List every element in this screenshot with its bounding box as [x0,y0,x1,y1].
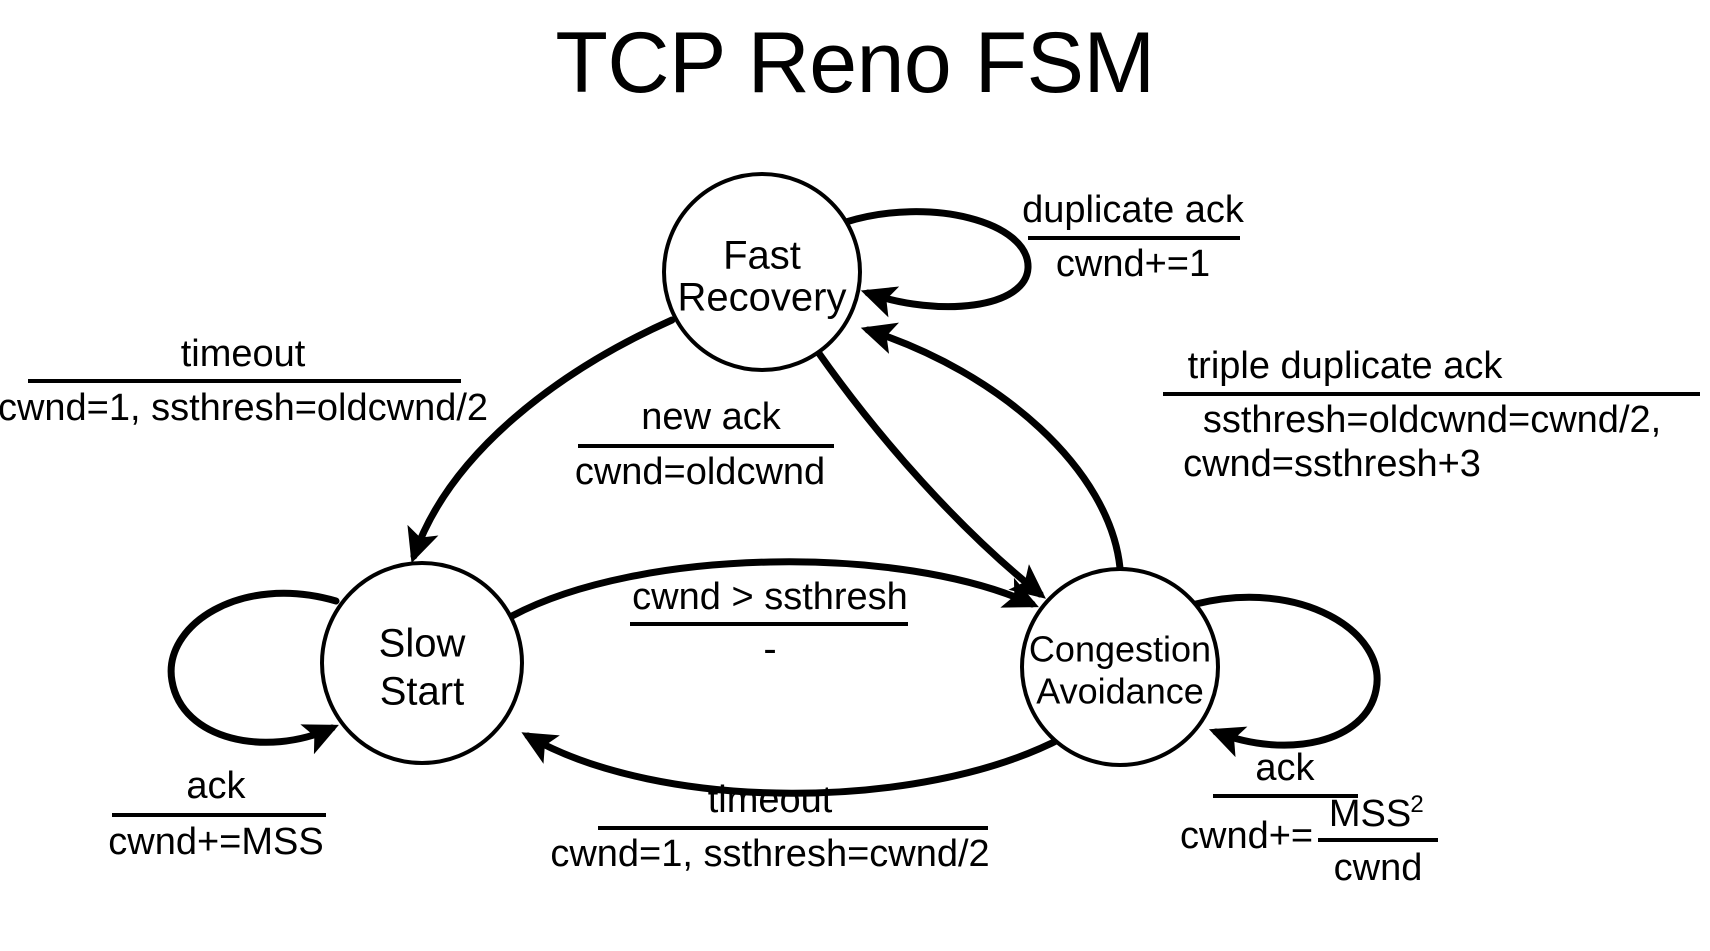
label-triple-dup-ack-action-line2: cwnd=ssthresh+3 [1183,443,1481,485]
label-cwnd-gt-ssthresh-action: - [763,627,776,671]
label-ca-ack-action-prefix: cwnd+= [1180,815,1313,857]
edge-congestion-avoidance-to-fast-recovery [860,322,1124,572]
label-triple-dup-ack-action-line1: ssthresh=oldcwnd=cwnd/2, [1203,399,1661,441]
edge-slow-start-to-congestion-avoidance [508,558,1039,620]
state-slow-start-label-line2: Start [380,670,464,714]
state-fast-recovery[interactable] [662,172,862,372]
label-new-ack-action: cwnd=oldcwnd [575,451,825,493]
label-new-ack-event: new ack [641,396,781,438]
state-slow-start[interactable] [320,561,524,765]
label-fr-timeout-action: cwnd=1, ssthresh=oldcwnd/2 [0,387,488,429]
label-cwnd-gt-ssthresh-event: cwnd > ssthresh [632,576,908,618]
page-title: TCP Reno FSM [555,15,1155,111]
state-congestion-avoidance-label-line2: Avoidance [1036,671,1203,712]
state-congestion-avoidance[interactable] [1020,567,1220,767]
edge-fast-recovery-self-loop [842,208,1032,318]
label-ss-ack-action: cwnd+=MSS [108,821,323,863]
edge-fast-recovery-to-slow-start [407,316,676,564]
state-slow-start-label-line1: Slow [379,622,466,666]
state-fast-recovery-label-line2: Recovery [678,276,847,320]
edge-congestion-avoidance-self-loop [1192,593,1381,758]
label-ca-ack-action-denominator: cwnd [1334,847,1423,889]
state-fast-recovery-label-line1: Fast [723,234,801,278]
label-ca-ack-event: ack [1255,747,1315,789]
label-ca-ack-action-numerator: MSS [1329,793,1411,835]
edge-congestion-avoidance-to-slow-start [521,732,1066,797]
label-ca-timeout-event: timeout [708,779,833,821]
label-duplicate-ack-event: duplicate ack [1022,189,1245,231]
edge-slow-start-self-loop [167,589,340,755]
label-triple-dup-ack-event: triple duplicate ack [1188,345,1504,387]
label-ca-ack-action-numerator-exponent: 2 [1410,791,1423,818]
label-ca-timeout-action: cwnd=1, ssthresh=cwnd/2 [550,833,989,875]
edge-fast-recovery-to-congestion-avoidance [814,348,1046,599]
label-duplicate-ack-action: cwnd+=1 [1056,243,1210,285]
label-ss-ack-event: ack [186,765,246,807]
label-fr-timeout-event: timeout [181,333,306,375]
state-congestion-avoidance-label-line1: Congestion [1029,629,1211,670]
